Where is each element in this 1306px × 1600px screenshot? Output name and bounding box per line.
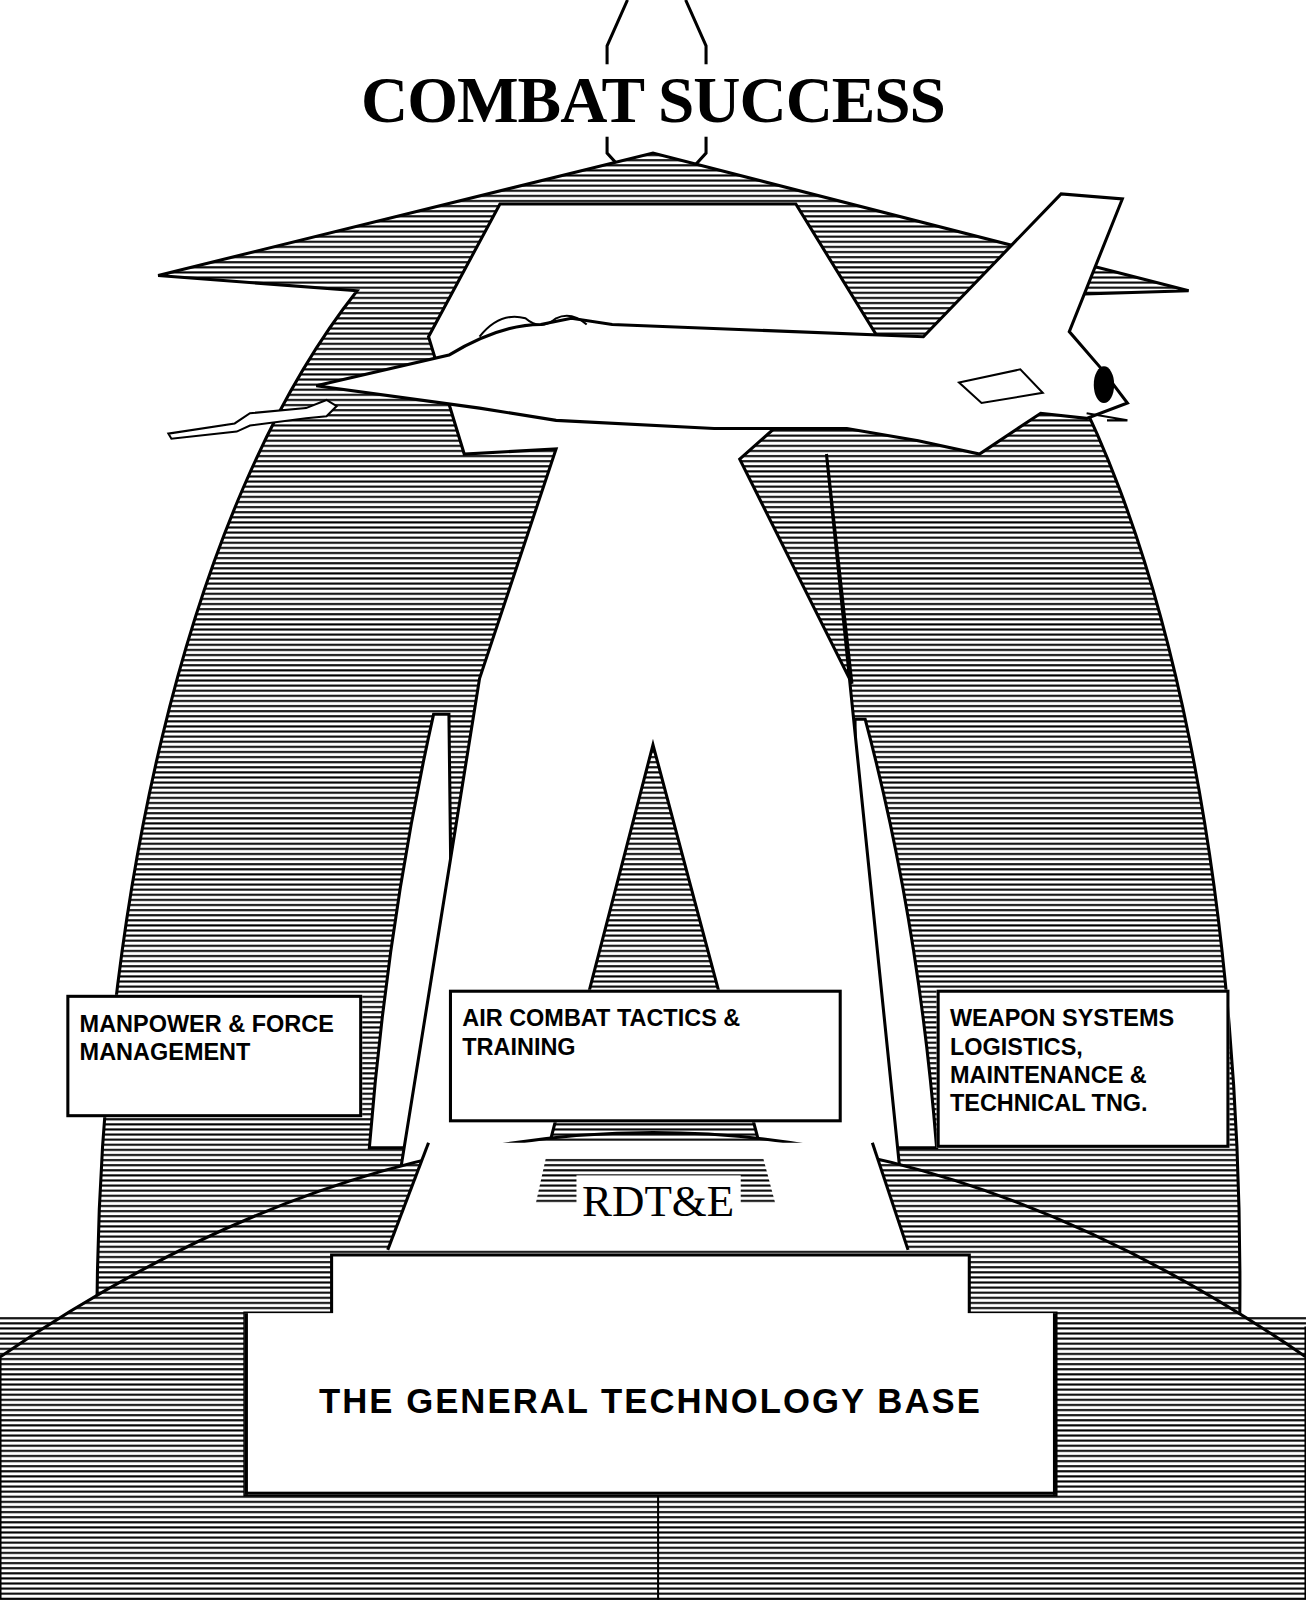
- arrow-legs: [388, 1143, 908, 1250]
- node-text: MANPOWER & FORCE MANAGEMENT: [80, 1010, 349, 1066]
- center-line: [657, 1495, 659, 1600]
- jet-exhaust: [1094, 366, 1114, 403]
- base-box: THE GENERAL TECHNOLOGY BASE: [245, 1313, 1056, 1495]
- fighter-jet: [316, 194, 1127, 454]
- node-text: AIR COMBAT TACTICS & TRAINING: [462, 1005, 828, 1061]
- jet-canopy: [480, 316, 587, 337]
- arrow-leg-edge: [872, 1143, 908, 1250]
- title-row: COMBAT SUCCESS: [0, 63, 1306, 139]
- rdte-label: RDT&E: [576, 1175, 740, 1227]
- jet-stabilizer: [959, 369, 1043, 403]
- label-box: WEAPON SYSTEMS LOGISTICS, MAINTENANCE & …: [937, 990, 1230, 1148]
- node-text: THE GENERAL TECHNOLOGY BASE: [268, 1380, 1032, 1422]
- arrow-leg-edge: [388, 1143, 429, 1250]
- diagram-title: COMBAT SUCCESS: [357, 64, 949, 136]
- missile: [168, 400, 336, 439]
- label-box: AIR COMBAT TACTICS & TRAINING: [449, 990, 842, 1123]
- node-text: WEAPON SYSTEMS LOGISTICS, MAINTENANCE & …: [950, 1005, 1216, 1118]
- label-box: MANPOWER & FORCE MANAGEMENT: [66, 995, 362, 1117]
- base-plinth: [245, 1255, 1056, 1495]
- jet-fin: [1087, 413, 1128, 420]
- rdte-dome: [0, 1133, 1306, 1600]
- arrow-arch: [97, 153, 1240, 1326]
